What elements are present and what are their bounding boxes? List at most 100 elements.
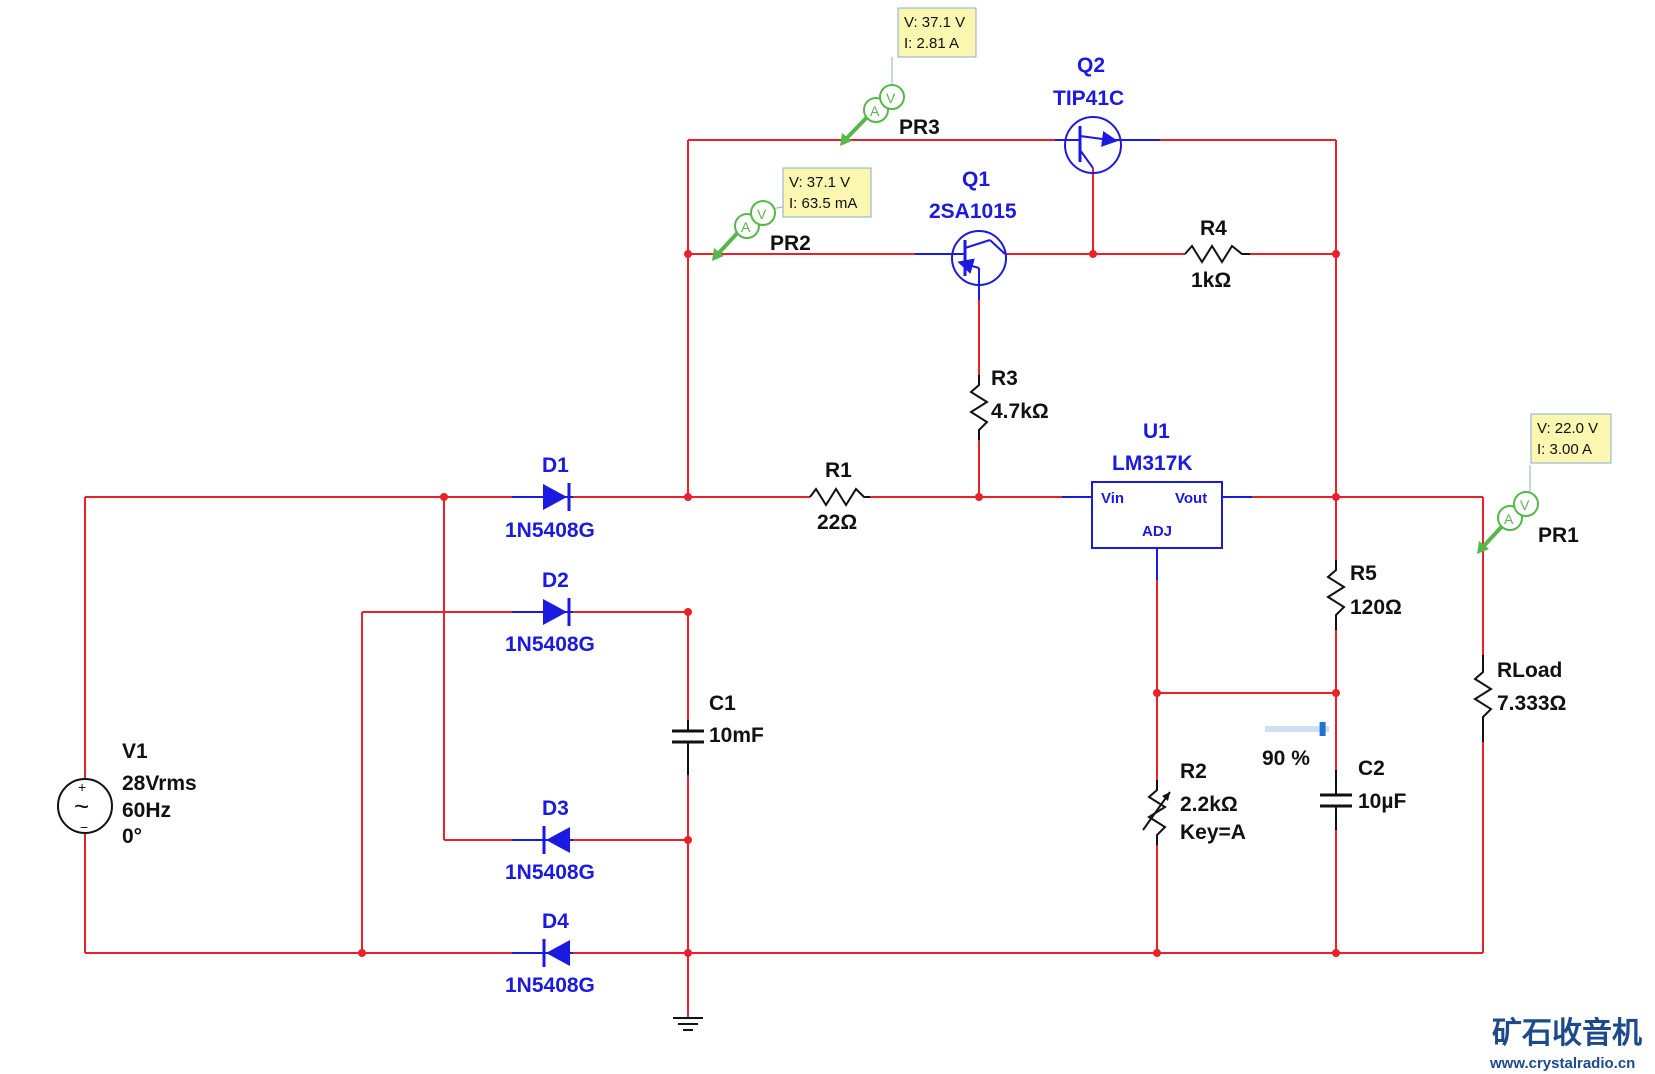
potentiometer-r2[interactable]: R2 2.2kΩ Key=A xyxy=(1142,760,1246,845)
regulator-model: LM317K xyxy=(1112,452,1193,475)
probe-current: I: 63.5 mA xyxy=(789,195,857,212)
resistor-symbol xyxy=(809,487,870,507)
capacitor-c1[interactable]: C1 10mF xyxy=(672,692,764,775)
slider-thumb[interactable] xyxy=(1319,722,1326,736)
probe-name: PR1 xyxy=(1538,524,1579,547)
potentiometer-arrowhead xyxy=(1162,792,1170,801)
resistor-value: 4.7kΩ xyxy=(991,400,1049,423)
capacitor-name: C1 xyxy=(709,692,736,715)
source-minus-sign: − xyxy=(80,819,88,835)
ammeter-letter: A xyxy=(1504,511,1514,527)
ammeter-letter: A xyxy=(741,219,751,235)
transistor-name: Q2 xyxy=(1077,54,1105,77)
probe-current: I: 2.81 A xyxy=(904,35,959,52)
resistor-value: 120Ω xyxy=(1350,596,1402,619)
watermark-url: www.crystalradio.cn xyxy=(1489,1055,1635,1072)
transistor-model: TIP41C xyxy=(1053,87,1124,110)
diode-symbol xyxy=(546,827,570,853)
diode-name: D1 xyxy=(542,454,569,477)
regulator-pin-adj: ADJ xyxy=(1142,523,1172,540)
transistor-symbol xyxy=(1064,116,1122,174)
source-name: V1 xyxy=(122,740,148,763)
potentiometer-name: R2 xyxy=(1180,760,1207,783)
probe-voltage: V: 22.0 V xyxy=(1537,420,1598,437)
resistor-symbol xyxy=(1473,655,1493,742)
capacitor-name: C2 xyxy=(1358,757,1385,780)
resistor-r4[interactable]: R4 1kΩ xyxy=(1184,217,1250,292)
probe-readout-box xyxy=(897,7,977,58)
regulator-pin-vout: Vout xyxy=(1175,490,1207,507)
regulator-body xyxy=(1091,481,1223,549)
diode-name: D4 xyxy=(542,910,569,933)
probe-tip xyxy=(1477,541,1489,554)
transistor-q1[interactable]: Q1 2SA1015 xyxy=(915,168,1017,300)
probe-readout-box xyxy=(1530,413,1612,464)
diode-d4[interactable]: D4 1N5408G xyxy=(505,910,595,997)
diode-symbol xyxy=(543,599,567,625)
probe-name: PR3 xyxy=(899,116,940,139)
resistor-r5[interactable]: R5 120Ω xyxy=(1326,560,1402,630)
regulator-u1[interactable]: Vin Vout ADJ U1 LM317K xyxy=(1062,420,1252,580)
diode-name: D2 xyxy=(542,569,569,592)
ac-source-v1[interactable]: + ~ − V1 28Vrms 60Hz 0° xyxy=(57,740,197,848)
probe-name: PR2 xyxy=(770,232,811,255)
potentiometer-slider[interactable]: 90 % xyxy=(1262,722,1329,770)
diode-name: D3 xyxy=(542,797,569,820)
resistor-value: 7.333Ω xyxy=(1497,692,1566,715)
probe-tip xyxy=(712,248,724,261)
voltmeter-icon xyxy=(879,84,905,110)
ammeter-letter: A xyxy=(870,103,880,119)
source-phase: 0° xyxy=(122,825,142,848)
source-amplitude: 28Vrms xyxy=(122,772,197,795)
watermark-title: 矿石收音机 xyxy=(1492,1016,1642,1050)
capacitor-value: 10µF xyxy=(1358,790,1406,813)
potentiometer-value: 2.2kΩ xyxy=(1180,793,1238,816)
source-wave-symbol: ~ xyxy=(74,791,89,821)
regulator-name: U1 xyxy=(1143,420,1170,443)
resistor-rload[interactable]: RLoad 7.333Ω xyxy=(1473,655,1566,742)
capacitor-c2[interactable]: C2 10µF xyxy=(1320,757,1406,830)
voltmeter-icon xyxy=(1513,491,1539,517)
diode-d1[interactable]: D1 1N5408G xyxy=(505,454,595,542)
resistor-value: 1kΩ xyxy=(1191,269,1231,292)
resistor-symbol xyxy=(969,375,989,440)
resistor-r1[interactable]: R1 22Ω xyxy=(809,459,870,534)
resistor-name: R4 xyxy=(1200,217,1227,240)
source-frequency: 60Hz xyxy=(122,799,171,822)
diode-symbol xyxy=(543,484,567,510)
resistor-symbol xyxy=(1326,560,1346,630)
diode-symbol xyxy=(546,940,570,966)
ground-icon xyxy=(673,1017,703,1031)
transistor-q2[interactable]: Q2 TIP41C xyxy=(1053,54,1160,174)
diode-d2[interactable]: D2 1N5408G xyxy=(505,569,595,656)
wires xyxy=(84,139,1484,1018)
potentiometer-key: Key=A xyxy=(1180,821,1246,844)
resistor-name: R3 xyxy=(991,367,1018,390)
probe-pr2[interactable]: V: 37.1 V I: 63.5 mA A V PR2 xyxy=(712,167,872,261)
probe-readout-box xyxy=(782,167,872,218)
voltmeter-letter: V xyxy=(1520,497,1530,513)
source-plus-sign: + xyxy=(78,779,86,795)
diode-d3[interactable]: D3 1N5408G xyxy=(505,797,595,884)
resistor-name: R1 xyxy=(825,459,852,482)
resistor-value: 22Ω xyxy=(817,511,857,534)
slider-fill xyxy=(1265,726,1323,732)
probe-pr1[interactable]: V: 22.0 V I: 3.00 A A V PR1 xyxy=(1477,413,1612,554)
voltmeter-letter: V xyxy=(757,206,767,222)
probe-pr3[interactable]: V: 37.1 V I: 2.81 A A V PR3 xyxy=(840,7,977,146)
diode-model: 1N5408G xyxy=(505,633,595,656)
resistor-symbol xyxy=(1184,244,1250,264)
resistor-r3[interactable]: R3 4.7kΩ xyxy=(969,367,1049,440)
watermark: 矿石收音机 www.crystalradio.cn xyxy=(1489,1016,1642,1072)
diode-model: 1N5408G xyxy=(505,861,595,884)
probe-current: I: 3.00 A xyxy=(1537,441,1592,458)
potentiometer-symbol xyxy=(1147,780,1167,845)
resistor-name: R5 xyxy=(1350,562,1377,585)
resistor-name: RLoad xyxy=(1497,659,1562,682)
voltmeter-letter: V xyxy=(886,90,896,106)
ac-source-symbol xyxy=(57,778,113,834)
probe-voltage: V: 37.1 V xyxy=(904,14,965,31)
slider-percent: 90 % xyxy=(1262,747,1310,770)
voltmeter-icon xyxy=(750,200,776,226)
